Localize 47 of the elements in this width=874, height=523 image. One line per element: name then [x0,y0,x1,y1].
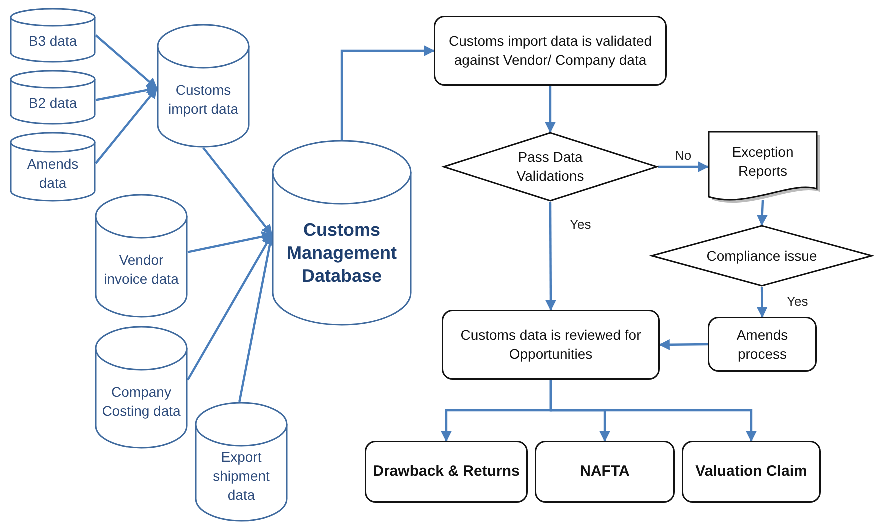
document-shape [708,131,818,203]
database-cylinder [10,132,96,202]
process-box [365,441,528,503]
arrow [545,86,556,134]
node-label: Compliance issue [706,246,818,266]
node-label: Vendor invoice data [103,251,180,290]
arrow [756,286,768,318]
database-cylinder [10,8,96,63]
node-label: Customs Management Database [286,218,398,288]
database-cylinder [95,194,188,318]
node-label: B3 data [28,32,78,51]
arrow [202,147,273,236]
database-cylinder [157,24,250,148]
decision-diamond [651,225,873,287]
arrow [340,46,436,140]
node-label: Export shipment data [212,448,271,505]
node-label: Customs import data [167,81,240,120]
node-label: Exception Reports [731,143,795,181]
node-label: Amends process [736,326,790,364]
process-box [535,441,675,503]
node-label: NAFTA [579,462,631,482]
arrow [658,162,710,172]
arrow [95,34,158,90]
node-label: B2 data [28,94,78,113]
database-cylinder [10,70,96,125]
database-cylinder [272,140,412,326]
process-box [434,16,667,86]
node-label: Customs data is reviewed for Opportunities [460,326,642,364]
database-cylinder [95,326,188,449]
arrow [188,231,274,254]
node-label: Valuation Claim [694,462,808,482]
process-box [442,310,660,380]
node-label: Amends data [26,154,80,192]
arrow [95,88,158,164]
database-cylinder [195,402,288,522]
arrow [545,202,556,312]
arrow [756,200,768,226]
arrow [96,84,158,102]
node-label: Company Costing data [101,382,182,421]
node-label: Drawback & Returns [372,462,521,482]
arrow [550,380,757,442]
arrow [658,339,708,350]
node-label: Pass Data Validations [516,148,586,186]
decision-diamond [443,132,658,202]
node-label: Customs import data is validated against Vendor/ Company data [448,32,654,70]
process-box [708,317,817,372]
process-box [682,441,821,503]
